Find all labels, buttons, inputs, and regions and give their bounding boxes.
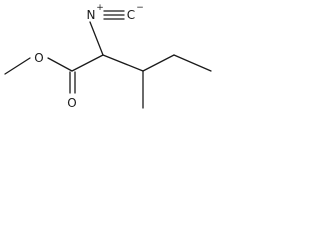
- bond-alpha-beta: [102, 54, 144, 72]
- bond-carbonyl-alpha: [71, 54, 104, 72]
- carbon-charge-label: −: [136, 3, 144, 13]
- ester-oxygen-label: O: [34, 51, 43, 65]
- isocyanide-nitrogen-label: N: [87, 8, 96, 22]
- bond-ch2-ch3: [173, 54, 212, 72]
- isocyanide-carbon-label: C: [127, 8, 135, 22]
- bond-oxygen-carbonyl: [47, 57, 73, 72]
- bond-alpha-nitrogen: [89, 21, 104, 56]
- bond-beta-ch2: [142, 54, 175, 72]
- bond-methyl-oxygen: [4, 57, 31, 75]
- nitrogen-charge-label: +: [96, 3, 104, 13]
- molecule-diagram: O O N + C −: [4, 3, 212, 110]
- carbonyl-oxygen-label: O: [67, 96, 76, 110]
